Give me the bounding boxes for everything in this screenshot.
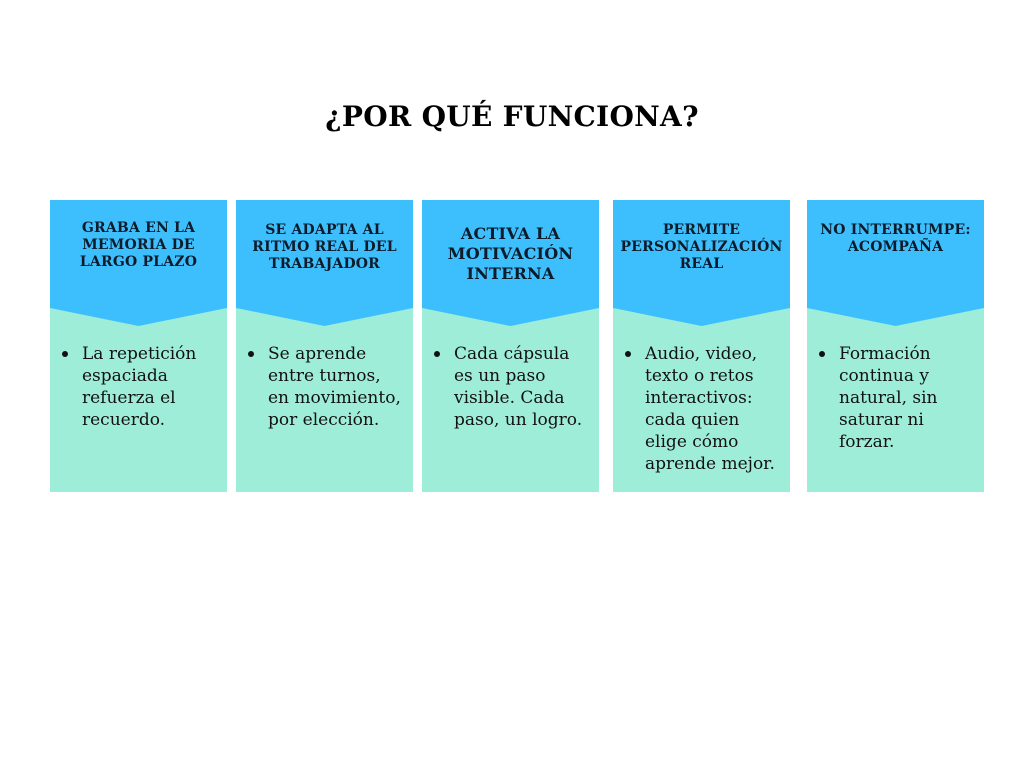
bullet-icon	[819, 351, 825, 357]
card-list: Formación continua y natural, sin satura…	[819, 343, 978, 453]
card-body	[807, 308, 984, 492]
card-list: Se aprende entre turnos, en movimiento, …	[248, 343, 407, 431]
card-list: Audio, video, texto o retos interactivos…	[625, 343, 784, 475]
card-personalizacion: PERMITE PERSONALIZACIÓN REAL Audio, vide…	[613, 200, 790, 492]
bullet-icon	[625, 351, 631, 357]
card-body	[50, 308, 227, 492]
card-header: NO INTERRUMPE: ACOMPAÑA	[807, 200, 984, 326]
card-heading: SE ADAPTA AL RITMO REAL DEL TRABAJADOR	[252, 222, 397, 272]
card-heading: NO INTERRUMPE: ACOMPAÑA	[820, 222, 971, 255]
card-heading: PERMITE PERSONALIZACIÓN REAL	[620, 222, 783, 272]
card-acompana: NO INTERRUMPE: ACOMPAÑA Formación contin…	[807, 200, 984, 492]
card-text: Cada cápsula es un paso visible. Cada pa…	[454, 344, 583, 430]
card-text: Formación continua y natural, sin satura…	[839, 344, 938, 452]
page-title: ¿POR QUÉ FUNCIONA?	[325, 100, 699, 133]
bullet-icon	[62, 351, 68, 357]
card-text: Audio, video, texto o retos interactivos…	[645, 344, 775, 474]
card-header: PERMITE PERSONALIZACIÓN REAL	[613, 200, 790, 326]
card-body	[613, 308, 790, 492]
card-list: Cada cápsula es un paso visible. Cada pa…	[434, 343, 593, 431]
card-list: La repetición espaciada refuerza el recu…	[62, 343, 221, 431]
card-body	[422, 308, 599, 492]
card-heading: GRABA EN LA MEMORIA DE LARGO PLAZO	[79, 220, 198, 270]
card-header: ACTIVA LA MOTIVACIÓN INTERNA	[422, 200, 599, 326]
card-heading: ACTIVA LA MOTIVACIÓN INTERNA	[447, 224, 574, 283]
card-ritmo: SE ADAPTA AL RITMO REAL DEL TRABAJADOR S…	[236, 200, 413, 492]
list-item: Cada cápsula es un paso visible. Cada pa…	[434, 343, 593, 431]
card-text: Se aprende entre turnos, en movimiento, …	[268, 344, 401, 430]
card-body	[236, 308, 413, 492]
bullet-icon	[434, 351, 440, 357]
card-header: SE ADAPTA AL RITMO REAL DEL TRABAJADOR	[236, 200, 413, 326]
list-item: Audio, video, texto o retos interactivos…	[625, 343, 784, 475]
card-memoria: GRABA EN LA MEMORIA DE LARGO PLAZO La re…	[50, 200, 227, 492]
list-item: Formación continua y natural, sin satura…	[819, 343, 978, 453]
card-text: La repetición espaciada refuerza el recu…	[82, 344, 197, 430]
card-header: GRABA EN LA MEMORIA DE LARGO PLAZO	[50, 200, 227, 326]
list-item: Se aprende entre turnos, en movimiento, …	[248, 343, 407, 431]
list-item: La repetición espaciada refuerza el recu…	[62, 343, 221, 431]
bullet-icon	[248, 351, 254, 357]
card-motivacion: ACTIVA LA MOTIVACIÓN INTERNA Cada cápsul…	[422, 200, 599, 492]
